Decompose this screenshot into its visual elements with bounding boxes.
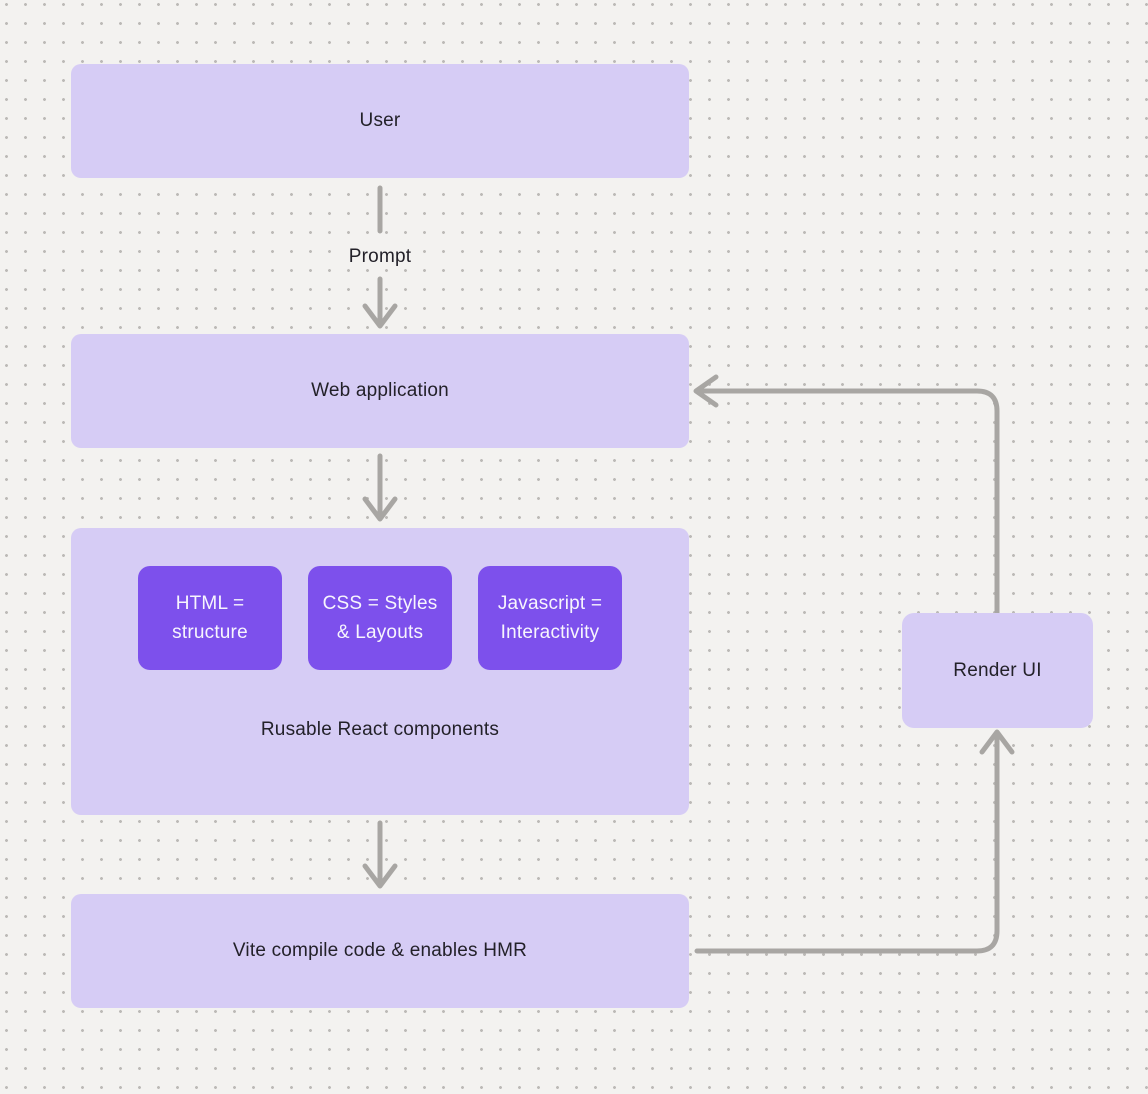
edge-label-prompt: Prompt — [341, 245, 419, 269]
css-chip-line2: & Layouts — [336, 622, 424, 643]
edge-webapp-to-components — [362, 453, 398, 522]
javascript-chip-line1: Javascript = — [497, 593, 603, 614]
components-group-caption: Rusable React components — [260, 719, 500, 740]
css-chip-line1: CSS = Styles — [322, 593, 438, 614]
html-chip-line1: HTML = — [175, 593, 245, 614]
node-vite-label: Vite compile code & enables HMR — [232, 940, 528, 961]
node-vite[interactable]: Vite compile code & enables HMR — [71, 894, 689, 1008]
node-html-chip[interactable]: HTML = structure — [138, 566, 282, 670]
node-web-application[interactable]: Web application — [71, 334, 689, 448]
node-render-ui[interactable]: Render UI — [902, 613, 1093, 728]
node-user[interactable]: User — [71, 64, 689, 178]
edge-components-to-vite — [362, 820, 398, 889]
node-web-application-label: Web application — [311, 380, 449, 401]
node-render-ui-label: Render UI — [953, 659, 1042, 681]
javascript-chip-line2: Interactivity — [500, 622, 600, 643]
edge-renderui-to-webapp — [693, 374, 1000, 616]
edge-vite-to-renderui — [694, 729, 1015, 954]
node-user-label: User — [359, 110, 401, 131]
node-css-chip[interactable]: CSS = Styles & Layouts — [308, 566, 452, 670]
node-components-group[interactable]: HTML = structure CSS = Styles & Layouts … — [71, 528, 689, 815]
node-javascript-chip[interactable]: Javascript = Interactivity — [478, 566, 622, 670]
html-chip-line2: structure — [172, 622, 248, 643]
